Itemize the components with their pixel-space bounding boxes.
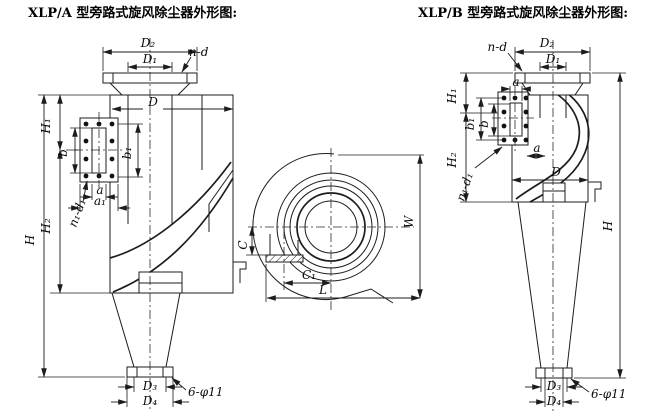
scroll-centerlines bbox=[248, 148, 414, 312]
dim-label-d2: D₂ bbox=[140, 36, 156, 50]
dim-label-d4: D₄ bbox=[142, 394, 158, 408]
xlpb-top-flange-holes bbox=[524, 73, 581, 83]
dim-label-d3: D₃ bbox=[142, 379, 158, 393]
xlpa-front-view: D₂ D₁ n-d D H H₁ H₂ b b₁ a bbox=[23, 36, 247, 410]
xlpb-inlet-bolts bbox=[501, 95, 529, 143]
dim-label-c: C bbox=[236, 240, 250, 249]
xlpb-top-flange bbox=[514, 72, 591, 84]
dim-label-nd: n-d bbox=[189, 45, 209, 59]
xlpb-cone bbox=[517, 201, 587, 369]
dim-label-a-top: a bbox=[512, 75, 519, 89]
dim-label-n1d1: n₁-d₁ bbox=[454, 171, 476, 203]
dim-label-d2: D₂ bbox=[539, 36, 555, 50]
xlpa-top-flange-holes bbox=[112, 73, 188, 83]
dim-label-l: L bbox=[318, 283, 327, 297]
xlpb-bottom-flange-holes bbox=[544, 368, 564, 378]
xlpb-top-flange-neck bbox=[521, 82, 584, 96]
xlpa-scroll-curve-2 bbox=[112, 177, 234, 293]
dim-label-d1: D₁ bbox=[545, 52, 560, 66]
xlpb-scroll-curve-1 bbox=[515, 83, 581, 200]
title-xlpa: XLP/A 型旁路式旋风除尘器外形图: bbox=[28, 5, 237, 21]
xlpa-support-bracket bbox=[233, 261, 247, 283]
dim-label-h1: H₁ bbox=[445, 88, 459, 104]
xlpa-inlet-centerlines bbox=[74, 112, 124, 188]
xlpa-bypass-duct bbox=[201, 95, 234, 232]
dim-label-h2: H₂ bbox=[445, 152, 459, 168]
title-xlpb: XLP/B 型旁路式旋风除尘器外形图: bbox=[418, 5, 628, 21]
xlpb-front-view: D₂ D₁ n-d a b b₁ H₁ H₂ n₁-d₁ a bbox=[445, 36, 626, 412]
xlpb-inlet-flange bbox=[497, 91, 529, 146]
xlpa-inlet-bolts bbox=[83, 121, 115, 179]
dim-label-d3: D₃ bbox=[546, 379, 562, 393]
xlpb-inlet-opening bbox=[509, 102, 523, 137]
inlet-duct-flange bbox=[265, 254, 304, 263]
dim-label-b1: b₁ bbox=[463, 118, 477, 131]
dim-label-b: b bbox=[56, 149, 70, 157]
xlpa-bottom-flange-holes bbox=[136, 367, 164, 377]
dim-label-h: H bbox=[23, 234, 37, 246]
dim-label-b1: b₁ bbox=[120, 147, 134, 160]
dim-label-w: W bbox=[402, 214, 416, 228]
dim-label-d4: D₄ bbox=[546, 394, 562, 408]
scroll-dimensions: C C₁ L W bbox=[236, 154, 424, 302]
dim-label-n1d1: n₁-d₁ bbox=[66, 197, 89, 229]
dim-label-a-side: a bbox=[533, 141, 540, 155]
dim-label-h2: H₂ bbox=[39, 218, 53, 234]
xlpb-cleanout-box bbox=[542, 182, 566, 203]
dim-label-nd: n-d bbox=[488, 40, 508, 54]
dim-label-d: D bbox=[550, 165, 561, 179]
xlpb-support-bracket bbox=[588, 181, 602, 202]
dim-label-a: a bbox=[96, 183, 103, 197]
dim-label-holes: 6-φ11 bbox=[591, 387, 626, 401]
xlpa-scroll-curve-1 bbox=[109, 161, 232, 259]
dim-label-d: D bbox=[147, 95, 158, 109]
dim-label-c1: C₁ bbox=[302, 268, 316, 282]
dim-label-d1: D₁ bbox=[142, 52, 157, 66]
xlpb-outlet-pipe bbox=[539, 93, 567, 118]
dim-label-h: H bbox=[601, 220, 615, 232]
dim-label-h1: H₁ bbox=[39, 118, 53, 134]
xlpb-dimensions: D₂ D₁ n-d a b b₁ H₁ H₂ n₁-d₁ a bbox=[445, 36, 626, 408]
scroll-top-view: C C₁ L W bbox=[236, 148, 424, 312]
xlpb-bottom-flange bbox=[535, 367, 573, 379]
xlpa-cone bbox=[111, 292, 181, 368]
xlpa-outlet-pipe bbox=[127, 95, 173, 224]
xlpa-inlet-opening bbox=[91, 127, 107, 174]
dim-label-holes: 6-φ11 bbox=[188, 385, 223, 399]
inlet-duct bbox=[269, 234, 299, 255]
dim-label-a1: a₁ bbox=[94, 194, 106, 208]
dim-label-b: b bbox=[477, 120, 491, 128]
xlpb-inlet-centerlines bbox=[492, 86, 534, 152]
